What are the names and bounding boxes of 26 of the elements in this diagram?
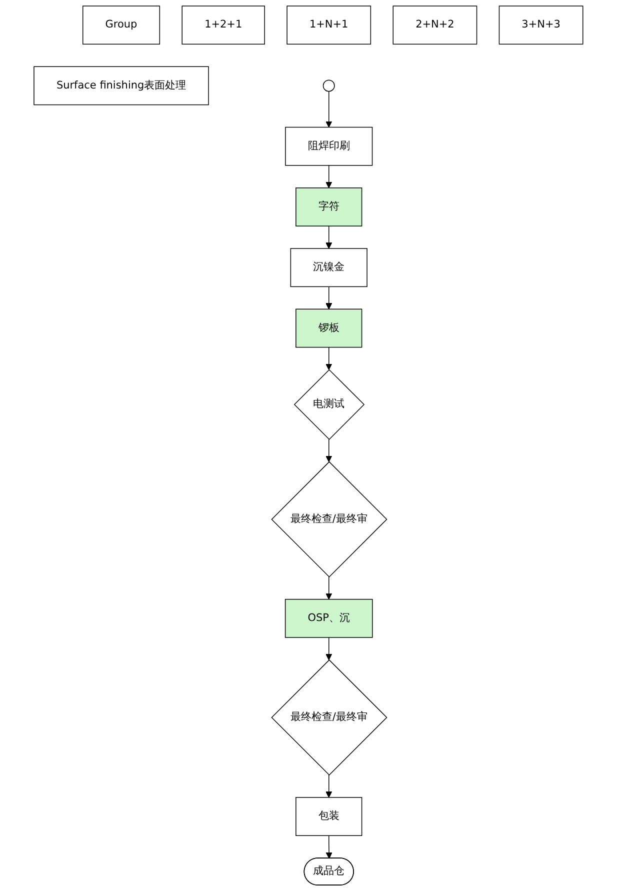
arrow bbox=[326, 835, 332, 859]
node-box: 3+N+3 bbox=[498, 6, 584, 45]
node-circle bbox=[322, 80, 335, 92]
arrow bbox=[326, 438, 332, 462]
arrow bbox=[326, 226, 332, 249]
node-box: 2+N+2 bbox=[392, 6, 478, 45]
node-box: 阻焊印刷 bbox=[285, 126, 373, 166]
arrow bbox=[326, 637, 332, 660]
arrow bbox=[326, 90, 332, 128]
node-diamond: 最终检查/最终审 bbox=[271, 461, 388, 578]
arrow bbox=[326, 774, 332, 798]
node-box: 字符 bbox=[296, 188, 362, 226]
node-diamond: 电测试 bbox=[294, 369, 365, 440]
arrow bbox=[326, 165, 332, 188]
arrow bbox=[326, 576, 332, 600]
arrow bbox=[326, 346, 332, 370]
node-box: Group bbox=[82, 6, 160, 45]
node-box: 1+N+1 bbox=[286, 6, 372, 45]
node-box: OSP、沉 bbox=[285, 598, 373, 638]
node-diamond: 最终检查/最终审 bbox=[271, 659, 388, 776]
node-box: 沉镍金 bbox=[290, 248, 368, 288]
node-box: 1+2+1 bbox=[182, 6, 266, 45]
node-box: 包装 bbox=[296, 797, 362, 836]
arrow bbox=[326, 286, 332, 310]
node-box: 锣板 bbox=[296, 308, 362, 348]
node-box: Surface finishing表面处理 bbox=[34, 66, 209, 106]
